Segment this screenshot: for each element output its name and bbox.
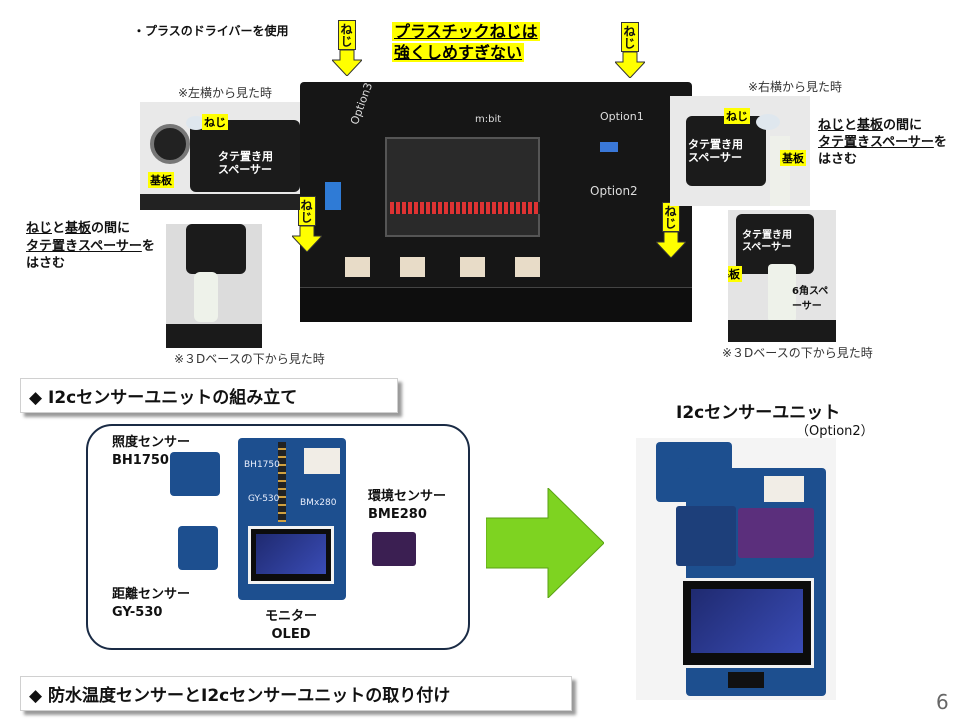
down-arrow-icon: [292, 226, 322, 252]
section-title-mounting: ◆ 防水温度センサーとI2cセンサーユニットの取り付け: [20, 676, 572, 711]
option1-label: Option1: [600, 110, 644, 123]
assembly-board-photo: BH1750 GY-530 BMx280: [238, 438, 346, 600]
left-bottom-caption: ※３Dベースの下から見た時: [174, 352, 325, 366]
left-view-caption: ※左横から見た時: [178, 86, 273, 100]
screw-callout-top-right: ねじ: [615, 22, 645, 78]
kiban-tag-right: 基板: [780, 150, 806, 166]
warning-box: プラスチックねじは 強くしめすぎない: [392, 22, 540, 64]
driver-note: ・プラスのドライバーを使用: [133, 24, 289, 38]
main-board-photo: m:bit Option1 Option2 Option3: [300, 80, 692, 322]
hex-spacer-tag: 6角スペーサー: [792, 286, 829, 312]
down-arrow-icon: [656, 232, 686, 258]
down-arrow-icon: [332, 50, 362, 76]
unit-photo: [636, 438, 836, 700]
mbit-label: m:bit: [475, 114, 502, 125]
right-bottom-view-photo: タテ置き用 スペーサー 基板 6角スペーサー: [728, 210, 836, 342]
right-side-view-photo: ねじ 基板 タテ置き用 スペーサー: [670, 96, 810, 206]
screw-callout-top-left: ねじ: [332, 20, 362, 76]
page-number: 6: [936, 690, 949, 714]
bme280-photo: [372, 532, 416, 566]
neji-tag: ねじ: [202, 114, 228, 130]
section-title-assembly: ◆ I2cセンサーユニットの組み立て: [20, 378, 398, 413]
option3-label: Option3: [348, 80, 376, 127]
screw-callout-bottom-right: ねじ: [656, 202, 686, 258]
left-bottom-view-photo: [166, 224, 262, 348]
spacer-tag: タテ置き用 スペーサー: [218, 150, 273, 177]
unit-title: I2cセンサーユニット: [676, 403, 841, 423]
left-side-view-photo: ねじ 基板 タテ置き用 スペーサー: [140, 102, 300, 210]
right-bottom-caption: ※３Dベースの下から見た時: [722, 346, 873, 360]
spacer-tag-right: タテ置き用 スペーサー: [688, 138, 743, 165]
option2-label: Option2: [590, 184, 638, 198]
right-view-caption: ※右横から見た時: [748, 80, 843, 94]
warning-line-2: 強くしめすぎない: [392, 42, 525, 62]
bh1750-photo: [170, 452, 220, 496]
silk-bh1750: BH1750: [244, 460, 280, 470]
kiban-tag: 基板: [148, 172, 174, 188]
right-instruction: ねじと基板の間に タテ置きスペーサーを はさむ: [818, 118, 947, 167]
kiban-tag-bottom-right: 基板: [728, 266, 742, 282]
unit-subtitle: （Option2）: [796, 424, 874, 439]
neji-tag-right: ねじ: [724, 108, 750, 124]
silk-bmx280: BMx280: [300, 498, 337, 508]
warning-line-1: プラスチックねじは: [392, 22, 540, 41]
gy530-photo: [178, 526, 218, 570]
spacer-tag-bottom-right: タテ置き用 スペーサー: [742, 230, 792, 253]
silk-gy530: GY-530: [248, 494, 280, 504]
left-instruction: ねじと基板の間に タテ置きスペーサーを はさむ: [26, 221, 155, 272]
screw-callout-bottom-left: ねじ: [292, 196, 322, 252]
right-arrow-icon: [486, 488, 604, 598]
down-arrow-icon: [615, 52, 645, 78]
